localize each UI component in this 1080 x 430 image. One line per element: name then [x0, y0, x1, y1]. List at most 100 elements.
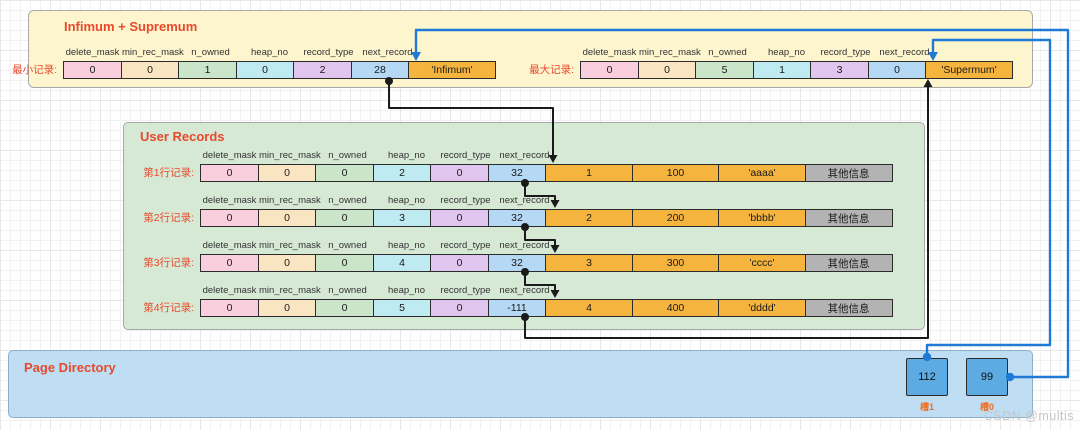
- record-name-cell: 'Supermum': [925, 61, 1013, 79]
- user-data-cell-1: 200: [631, 209, 720, 227]
- field-header-record_type: record_type: [440, 195, 491, 206]
- user-record-row-4-label: 第4行记录:: [143, 302, 194, 314]
- field-cell-record_type: 0: [430, 209, 489, 227]
- field-header-n_owned: n_owned: [328, 285, 367, 296]
- field-header-heap_no: heap_no: [251, 47, 288, 58]
- field-cell-heap_no: 4: [372, 254, 432, 272]
- field-cell-heap_no: 2: [372, 164, 432, 182]
- field-cell-next_record: 28: [350, 61, 410, 79]
- field-header-heap_no: heap_no: [388, 150, 425, 161]
- watermark: CSDN @multis: [983, 409, 1074, 423]
- field-header-n_owned: n_owned: [708, 47, 747, 58]
- field-cell-record_type: 0: [430, 164, 489, 182]
- field-cell-next_record: 32: [487, 209, 547, 227]
- field-cell-delete_mask: 0: [200, 254, 259, 272]
- field-cell-min_rec_mask: 0: [257, 164, 317, 182]
- field-header-delete_mask: delete_mask: [202, 150, 257, 161]
- field-header-heap_no: heap_no: [388, 195, 425, 206]
- field-header-next_record: next_record: [499, 240, 550, 251]
- field-header-next_record: next_record: [499, 285, 550, 296]
- field-header-record_type: record_type: [440, 285, 491, 296]
- other-info-cell: 其他信息: [804, 209, 893, 227]
- user-record-row-2-label: 第2行记录:: [143, 212, 194, 224]
- field-header-record_type: record_type: [820, 47, 871, 58]
- field-header-delete_mask: delete_mask: [202, 285, 257, 296]
- infimum-supremum-title: Infimum + Supremum: [64, 19, 198, 34]
- field-cell-next_record: -111: [487, 299, 547, 317]
- field-header-heap_no: heap_no: [388, 285, 425, 296]
- slot-1-box: 112: [906, 358, 948, 396]
- field-header-delete_mask: delete_mask: [582, 47, 637, 58]
- user-record-row-1-label: 第1行记录:: [143, 167, 194, 179]
- field-cell-min_rec_mask: 0: [257, 254, 317, 272]
- field-cell-delete_mask: 0: [580, 61, 639, 79]
- user-data-cell-1: 400: [631, 299, 720, 317]
- field-header-next_record: next_record: [499, 195, 550, 206]
- user-data-cell-0: 1: [545, 164, 633, 182]
- field-cell-heap_no: 0: [235, 61, 295, 79]
- field-header-min_rec_mask: min_rec_mask: [259, 150, 321, 161]
- user-records-title: User Records: [140, 129, 225, 144]
- field-header-delete_mask: delete_mask: [202, 195, 257, 206]
- field-cell-record_type: 0: [430, 254, 489, 272]
- field-cell-heap_no: 3: [372, 209, 432, 227]
- field-cell-n_owned: 0: [315, 254, 374, 272]
- field-cell-delete_mask: 0: [200, 209, 259, 227]
- field-cell-next_record: 0: [867, 61, 927, 79]
- user-data-cell-2: 'cccc': [718, 254, 806, 272]
- slot-0-box: 99: [966, 358, 1008, 396]
- user-record-row-3-label: 第3行记录:: [143, 257, 194, 269]
- field-cell-n_owned: 0: [315, 164, 374, 182]
- field-header-heap_no: heap_no: [768, 47, 805, 58]
- user-data-cell-0: 2: [545, 209, 633, 227]
- field-cell-record_type: 2: [293, 61, 352, 79]
- field-header-min_rec_mask: min_rec_mask: [122, 47, 184, 58]
- field-header-min_rec_mask: min_rec_mask: [259, 195, 321, 206]
- field-cell-min_rec_mask: 0: [257, 209, 317, 227]
- field-header-n_owned: n_owned: [328, 150, 367, 161]
- slot-1-label: 槽1: [919, 402, 934, 412]
- user-data-cell-2: 'dddd': [718, 299, 806, 317]
- user-data-cell-0: 3: [545, 254, 633, 272]
- field-header-delete_mask: delete_mask: [65, 47, 120, 58]
- user-data-cell-2: 'aaaa': [718, 164, 806, 182]
- supremum-record-label: 最大记录:: [529, 64, 574, 76]
- field-cell-min_rec_mask: 0: [120, 61, 180, 79]
- field-cell-delete_mask: 0: [200, 164, 259, 182]
- user-data-cell-1: 100: [631, 164, 720, 182]
- infimum-record-label: 最小记录:: [12, 64, 57, 76]
- field-cell-min_rec_mask: 0: [637, 61, 697, 79]
- field-cell-record_type: 0: [430, 299, 489, 317]
- user-data-cell-2: 'bbbb': [718, 209, 806, 227]
- field-header-n_owned: n_owned: [328, 195, 367, 206]
- field-cell-heap_no: 1: [752, 61, 812, 79]
- field-header-min_rec_mask: min_rec_mask: [639, 47, 701, 58]
- field-header-next_record: next_record: [879, 47, 930, 58]
- field-header-record_type: record_type: [303, 47, 354, 58]
- field-cell-min_rec_mask: 0: [257, 299, 317, 317]
- field-header-delete_mask: delete_mask: [202, 240, 257, 251]
- field-cell-delete_mask: 0: [63, 61, 122, 79]
- field-header-next_record: next_record: [499, 150, 550, 161]
- field-header-n_owned: n_owned: [191, 47, 230, 58]
- field-header-next_record: next_record: [362, 47, 413, 58]
- field-header-min_rec_mask: min_rec_mask: [259, 240, 321, 251]
- field-cell-delete_mask: 0: [200, 299, 259, 317]
- field-header-min_rec_mask: min_rec_mask: [259, 285, 321, 296]
- user-data-cell-0: 4: [545, 299, 633, 317]
- field-cell-next_record: 32: [487, 164, 547, 182]
- page-directory-section: [8, 350, 1033, 418]
- page-directory-title: Page Directory: [24, 360, 116, 375]
- field-header-n_owned: n_owned: [328, 240, 367, 251]
